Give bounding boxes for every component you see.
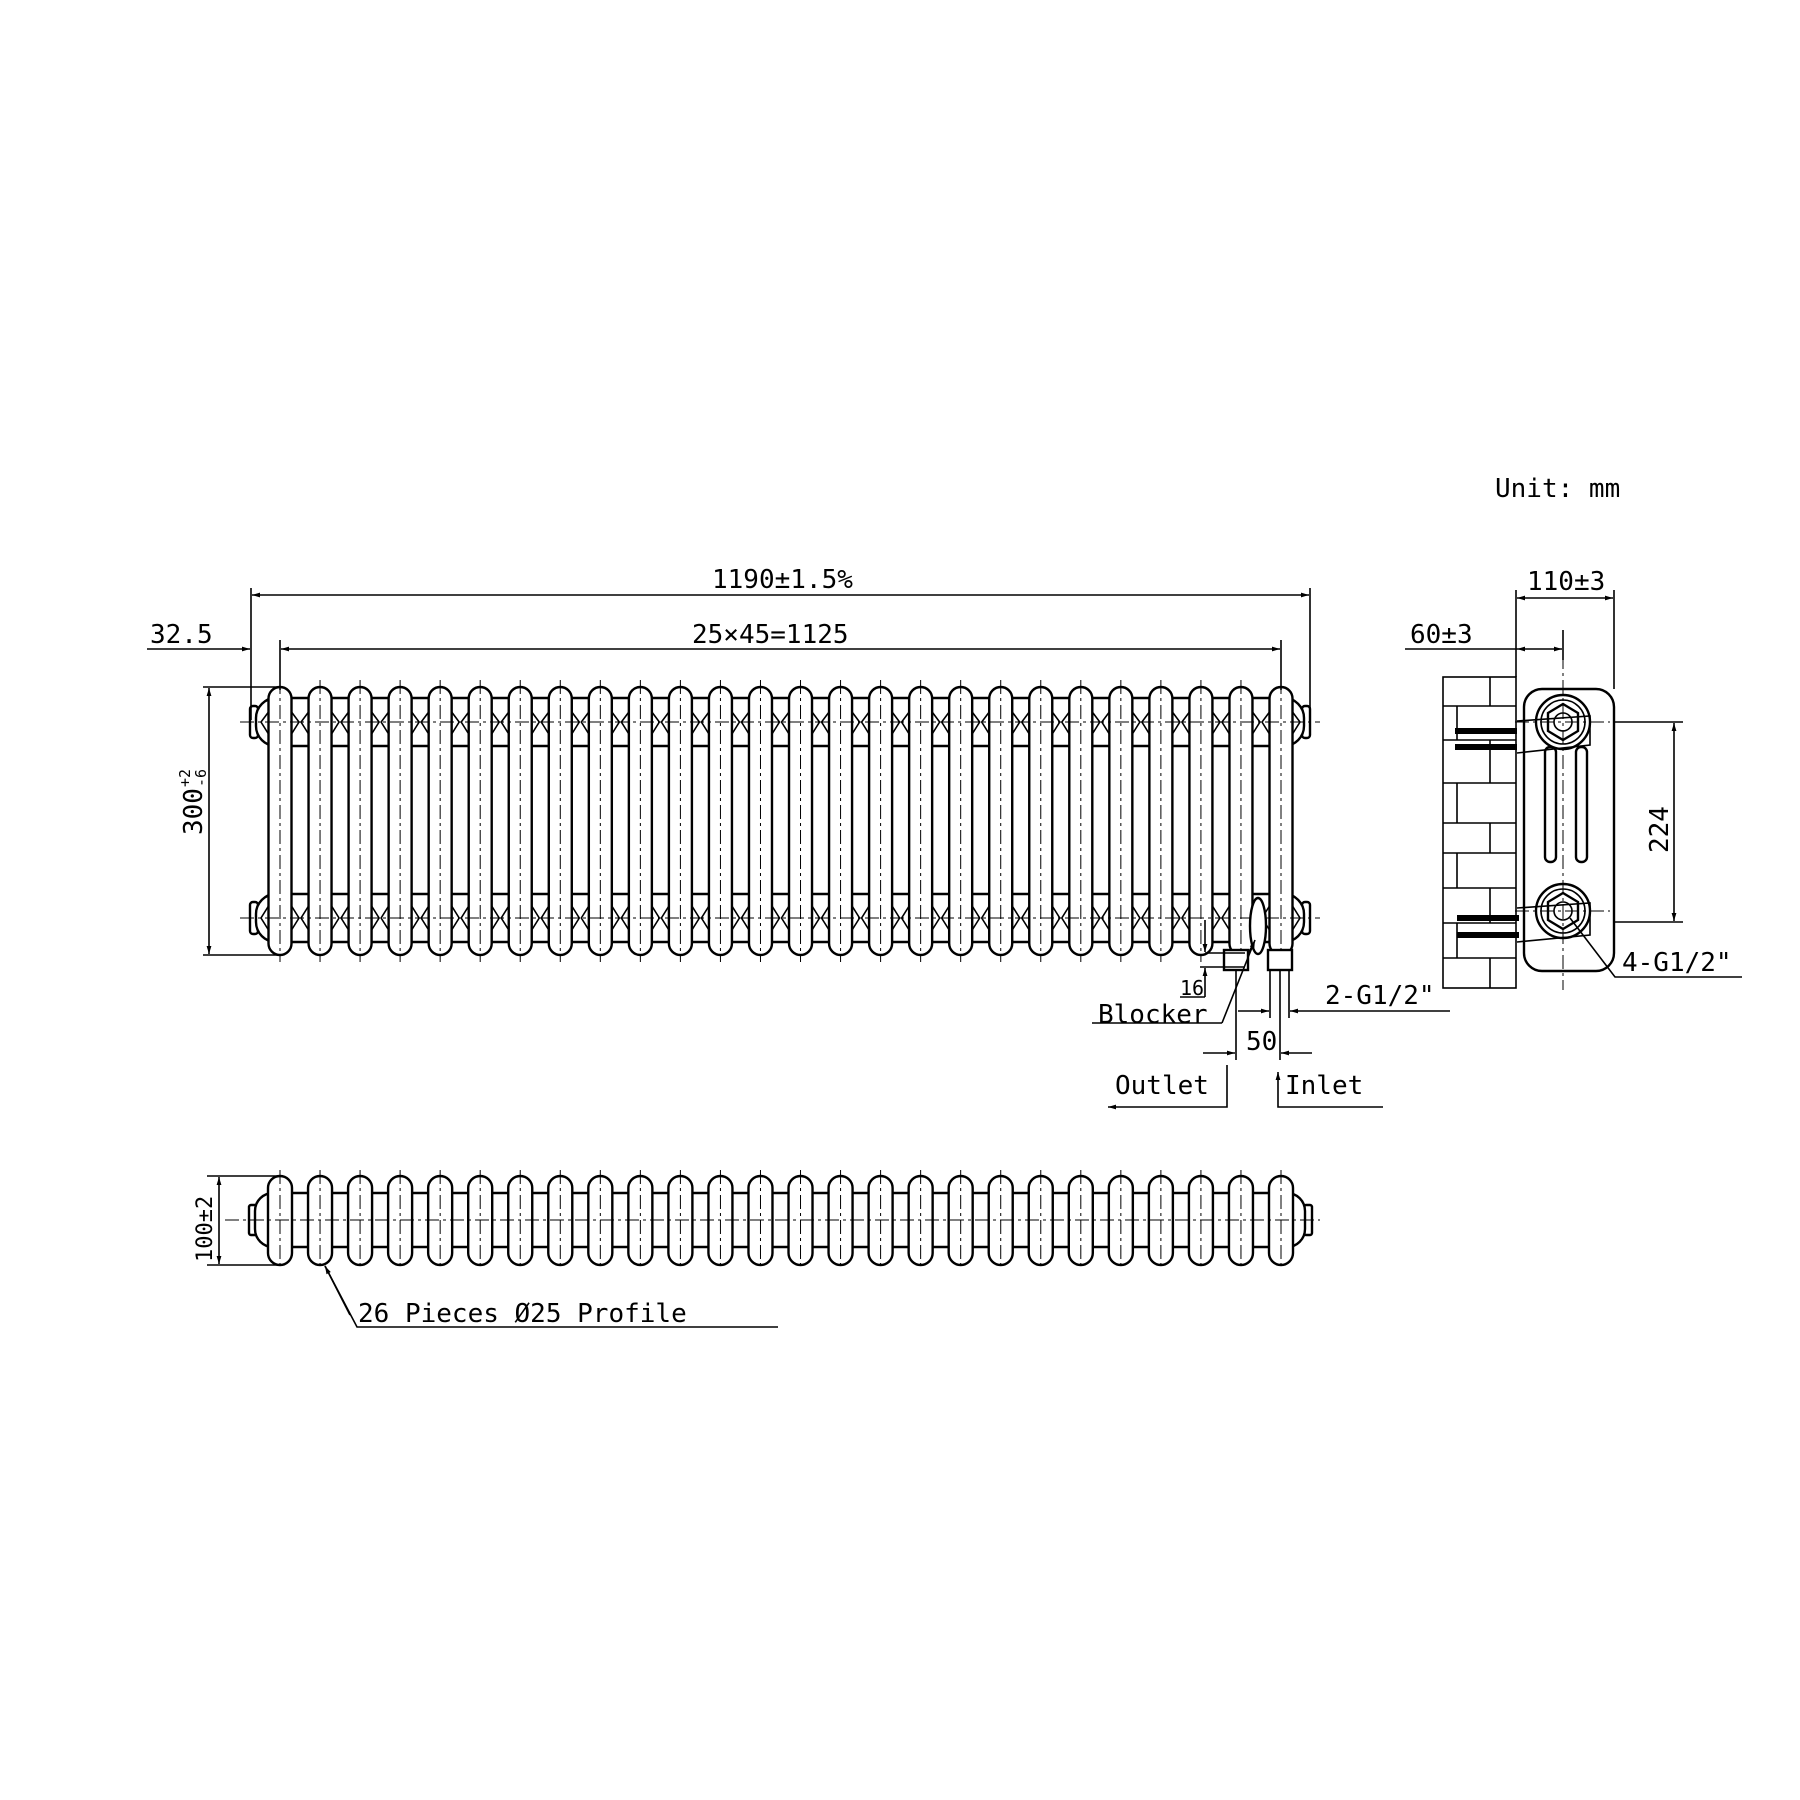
height-text: 300 — [179, 788, 209, 835]
wall-brackets — [1455, 715, 1591, 943]
connection-spacing-text: 50 — [1246, 1027, 1277, 1057]
center-distance-text: 224 — [1645, 806, 1675, 853]
ports-label: 4-G1/2" — [1622, 948, 1732, 978]
profile-slot — [1543, 745, 1558, 864]
unit-label: Unit: mm — [1495, 474, 1620, 504]
height-tol-plus: +2 — [176, 769, 194, 787]
wall-bricks — [1442, 676, 1517, 989]
side-view: 110±3 60±3 224 4-G1/2" — [1405, 567, 1742, 990]
height-dimension: 300 +2 -6 — [176, 686, 278, 956]
connection-details: 16 Blocker 2-G1/2" 50 Outlet Inlet — [1092, 896, 1450, 1110]
wall-outline — [1442, 676, 1517, 989]
profile-slot — [1574, 745, 1589, 864]
outlet-label: Outlet — [1115, 1071, 1209, 1101]
profile-label: 26 Pieces Ø25 Profile — [358, 1299, 687, 1329]
top-depth-text: 100±2 — [193, 1196, 218, 1262]
end-offset-text: 32.5 — [150, 620, 213, 650]
side-depth-text: 110±3 — [1527, 567, 1605, 597]
blocker-label: Blocker — [1098, 1000, 1208, 1030]
overall-length-dimension: 1190±1.5% — [250, 565, 1311, 720]
wall-offset-text: 60±3 — [1410, 620, 1473, 650]
height-tol-minus: -6 — [192, 769, 210, 787]
front-view — [240, 680, 1320, 962]
top-view — [225, 1170, 1320, 1270]
connection-label: 2-G1/2" — [1325, 981, 1435, 1011]
top-depth-dimension: 100±2 — [193, 1175, 278, 1266]
blocker-dim-text: 16 — [1180, 976, 1204, 1000]
profile-callout: 26 Pieces Ø25 Profile — [324, 1265, 778, 1329]
inlet-port — [1266, 948, 1294, 972]
overall-length-text: 1190±1.5% — [712, 565, 853, 595]
pitch-dimension: 25×45=1125 32.5 — [147, 620, 1282, 690]
pitch-text: 25×45=1125 — [692, 620, 849, 650]
inlet-label: Inlet — [1285, 1071, 1363, 1101]
